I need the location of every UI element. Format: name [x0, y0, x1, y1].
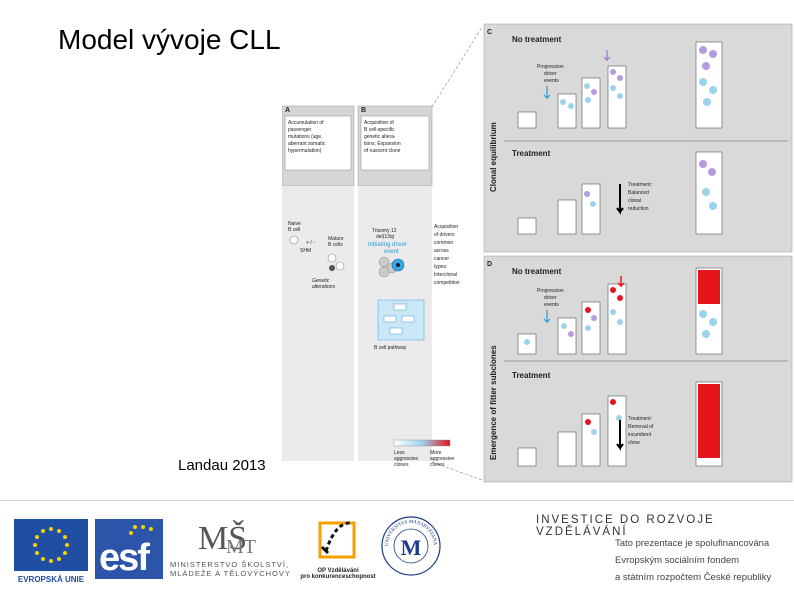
svg-text:Progression: Progression: [537, 64, 564, 70]
svg-text:B cell pathway: B cell pathway: [374, 345, 407, 351]
footer-line-3: a státním rozpočtem České republiky: [615, 572, 772, 583]
svg-text:types:: types:: [434, 264, 447, 270]
op-logo: OP Vzdělávání pro konkurenceschopnost: [300, 517, 376, 581]
clonal-evolution-figure: A Accumulation of passenger mutations (a…: [281, 22, 794, 484]
svg-text:events: events: [544, 302, 559, 308]
svg-text:Progression: Progression: [537, 288, 564, 294]
svg-text:genetic altera-: genetic altera-: [364, 134, 396, 140]
svg-text:Treatment:: Treatment:: [628, 416, 652, 422]
svg-text:SHM: SHM: [300, 248, 311, 254]
svg-text:Acquisition: Acquisition: [434, 224, 458, 230]
svg-text:passenger: passenger: [288, 127, 312, 133]
svg-text:B cell-specific: B cell-specific: [364, 127, 395, 133]
svg-text:events: events: [544, 78, 559, 84]
svg-text:MT: MT: [226, 536, 256, 553]
footer-line-2: Evropským sociálním fondem: [615, 555, 740, 566]
svg-text:across: across: [434, 248, 449, 254]
muni-seal-icon: M UNIVERSITAS MASARYKIANA BRUNENSIS: [378, 512, 441, 576]
svg-text:of drivers: of drivers: [434, 232, 455, 238]
svg-text:event: event: [384, 249, 399, 255]
msmt-line2: MLÁDEŽE A TĚLOVÝCHOVY: [170, 569, 291, 578]
eu-flag-icon: [14, 519, 88, 571]
svg-text:MŠ: MŠ: [198, 519, 247, 553]
svg-text:B cell: B cell: [288, 227, 300, 233]
svg-text:aberrant somatic: aberrant somatic: [288, 141, 326, 147]
esf-text: esf: [99, 537, 150, 579]
footer-divider: [0, 500, 794, 501]
svg-text:Trisomy 12: Trisomy 12: [372, 228, 397, 234]
panel-c-side-label: Clonal equilibrium: [489, 122, 498, 192]
svg-text:reduction: reduction: [628, 206, 649, 212]
svg-text:Removal of: Removal of: [628, 424, 654, 430]
footer-heading: INVESTICE DO ROZVOJE VZDĚLÁVÁNÍ: [536, 514, 715, 538]
panel-d-side-label: Emergence of fitter subclones: [489, 345, 498, 460]
svg-text:Acquisition of: Acquisition of: [364, 120, 394, 126]
op-line2: pro konkurenceschopnost: [300, 574, 376, 580]
svg-text:Interclonal: Interclonal: [434, 272, 457, 278]
svg-text:clonal: clonal: [628, 198, 641, 204]
msmt-line1: MINISTERSTVO ŠKOLSTVÍ,: [170, 560, 290, 569]
eu-logo: EVROPSKÁ UNIE: [14, 519, 88, 584]
eu-label: EVROPSKÁ UNIE: [17, 575, 85, 584]
panel-d-no-treatment: No treatment: [512, 267, 562, 276]
svg-text:Initiating driver: Initiating driver: [368, 242, 407, 248]
figure-caption: Landau 2013: [178, 457, 266, 474]
svg-text:incumbent: incumbent: [628, 432, 652, 438]
svg-text:Genetic: Genetic: [312, 278, 330, 284]
svg-text:aggressive: aggressive: [430, 456, 454, 462]
svg-text:of nascent clone: of nascent clone: [364, 148, 401, 154]
panel-d-letter: D: [487, 261, 492, 268]
svg-text:Naive: Naive: [288, 221, 301, 227]
svg-text:alterations: alterations: [312, 284, 336, 290]
esf-logo: esf: [95, 519, 163, 579]
op-icon: [318, 521, 356, 559]
op-line1: OP Vzdělávání: [317, 568, 359, 574]
svg-text:More: More: [430, 450, 442, 456]
panel-c-no-treatment: No treatment: [512, 35, 562, 44]
svg-text:Mature: Mature: [328, 236, 344, 242]
svg-text:driver: driver: [544, 71, 557, 77]
svg-text:+ / -: + / -: [306, 240, 315, 246]
svg-text:Accumulation of: Accumulation of: [288, 120, 324, 126]
svg-text:clones: clones: [430, 462, 445, 468]
svg-text:del(13q): del(13q): [376, 234, 395, 240]
svg-text:hypermutation): hypermutation): [288, 148, 322, 154]
svg-text:Balanced: Balanced: [628, 190, 649, 196]
msmt-logo: MŠ MT MINISTERSTVO ŠKOLSTVÍ, MLÁDEŽE A T…: [170, 515, 294, 581]
svg-text:aggressive: aggressive: [394, 456, 418, 462]
svg-text:competition: competition: [434, 280, 460, 286]
panel-c-treatment: Treatment: [512, 149, 551, 158]
panel-c-letter: C: [487, 29, 492, 36]
svg-text:cancer: cancer: [434, 256, 449, 262]
muni-seal: M UNIVERSITAS MASARYKIANA BRUNENSIS: [378, 512, 442, 577]
msmt-monogram-icon: MŠ MT: [198, 519, 256, 558]
svg-text:M: M: [401, 535, 422, 560]
panel-b-letter: B: [361, 107, 366, 114]
svg-text:Treatment:: Treatment:: [628, 182, 652, 188]
footer-line-1: Tato prezentace je spolufinancována: [615, 538, 770, 549]
svg-text:driver: driver: [544, 295, 557, 301]
svg-text:Less: Less: [394, 450, 405, 456]
svg-text:clone: clone: [628, 440, 640, 446]
svg-text:mutations (age,: mutations (age,: [288, 134, 322, 140]
svg-text:common: common: [434, 240, 453, 246]
panel-a-letter: A: [285, 107, 290, 114]
panel-d-treatment: Treatment: [512, 371, 551, 380]
slide-title: Model vývoje CLL: [58, 24, 281, 55]
esf-icon: [95, 519, 163, 579]
svg-text:tions; Expansion: tions; Expansion: [364, 141, 401, 147]
svg-text:B cells: B cells: [328, 242, 343, 248]
svg-text:clones: clones: [394, 462, 409, 468]
